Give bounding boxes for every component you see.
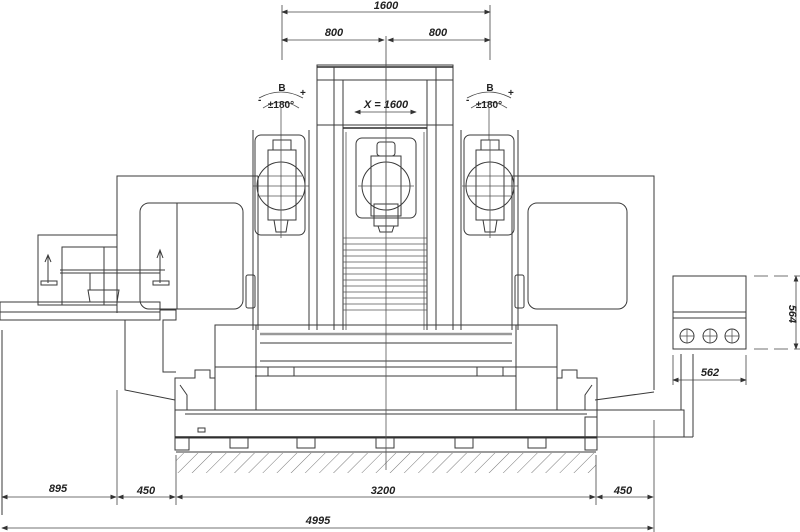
control-knob-icon — [679, 328, 695, 344]
dim-overall-width: 4995 — [305, 515, 331, 527]
right-rotation-range: ±180° — [476, 100, 502, 111]
left-rotating-head: B ±180° - + — [253, 83, 309, 238]
control-knob-icon — [724, 328, 740, 344]
dim-panel-height: 564 — [786, 305, 798, 323]
left-rotation-plus: + — [300, 88, 306, 99]
control-panel: 564 562 — [672, 275, 800, 385]
dim-bottom-left-2: 450 — [136, 485, 156, 497]
right-clamp-icon — [152, 248, 170, 286]
bed-label-plate — [197, 427, 206, 433]
left-clamp-icon — [40, 253, 58, 286]
right-enclosure — [512, 175, 655, 401]
right-rotation-plus: + — [508, 88, 514, 99]
dim-bottom-right: 450 — [613, 485, 633, 497]
pallet-changer — [0, 234, 170, 515]
dim-top-right-half: 800 — [429, 27, 448, 39]
left-lower-frame — [117, 309, 177, 401]
bottom-dimensions: 895 450 3200 450 4995 — [1, 390, 655, 532]
bellows-cover — [343, 237, 427, 311]
left-axis-label: B — [278, 83, 285, 94]
dim-bottom-left-1: 895 — [49, 483, 68, 495]
side-columns — [252, 125, 519, 330]
right-base-extension — [597, 354, 694, 438]
left-enclosure — [116, 175, 258, 313]
right-rotation-minus: - — [466, 95, 469, 106]
right-axis-label: B — [486, 83, 493, 94]
right-rotating-head: B ±180° - + — [462, 83, 518, 238]
dim-panel-width: 562 — [701, 367, 719, 379]
dim-top-total: 1600 — [374, 0, 399, 12]
control-knob-icon — [702, 328, 718, 344]
dim-bottom-center: 3200 — [371, 485, 396, 497]
central-column: X = 1600 — [316, 64, 454, 330]
dim-top-left-half: 800 — [325, 27, 344, 39]
left-rotation-range: ±180° — [268, 100, 294, 111]
left-rotation-minus: - — [258, 95, 261, 106]
